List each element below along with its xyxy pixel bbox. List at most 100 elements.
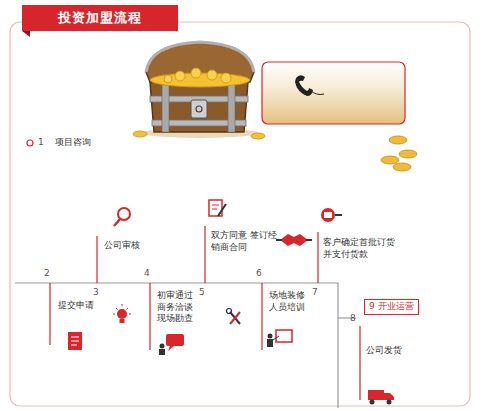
treasure-chest <box>133 42 265 139</box>
document-icon-part <box>68 332 82 350</box>
step-label: 项目咨询 <box>55 137 91 149</box>
step-label: 提交申请 <box>58 300 94 312</box>
callout-number: 3 <box>93 287 99 299</box>
step-ticks-part <box>204 226 205 283</box>
truck-icon-part <box>387 400 392 405</box>
gold-coins <box>381 136 417 171</box>
step-label: 初审通过 商务洽谈 现场勘查 <box>157 290 201 325</box>
document-icon-part <box>71 345 77 346</box>
document-icon <box>68 332 82 350</box>
document-icon-part <box>71 341 79 342</box>
meeting-icon-part <box>168 346 174 351</box>
trainer-icon <box>267 330 292 347</box>
step-ticks <box>50 226 360 400</box>
lightbulb-icon-part <box>127 308 129 310</box>
truck-icon <box>368 390 394 405</box>
sand-panel-part <box>310 90 324 95</box>
payment-icon-part <box>335 214 342 216</box>
tools-icon <box>227 309 241 325</box>
treasure-chest-part <box>164 75 172 83</box>
treasure-chest-part <box>175 71 185 81</box>
contract-icon-part <box>212 209 217 210</box>
title-ribbon-part <box>22 5 178 31</box>
step-label: 双方同意 签订经销商合同 <box>211 230 277 253</box>
sand-panel-part <box>295 75 313 96</box>
payment-icon-part <box>324 212 332 218</box>
contract-icon-part <box>218 204 226 216</box>
timeline-axis <box>15 283 356 408</box>
step-label: 公司发货 <box>366 345 402 357</box>
magnifier-icon-part <box>118 208 130 220</box>
lightbulb-icon-part <box>113 314 115 315</box>
sand-panel-part <box>262 62 405 124</box>
treasure-chest-part <box>251 133 265 139</box>
gold-coins-part <box>389 136 407 144</box>
truck-icon-part <box>384 393 394 400</box>
lightbulb-icon-part <box>129 314 131 315</box>
step-one-dot-part <box>27 140 33 146</box>
title-ribbon <box>22 5 178 37</box>
callout-number: 1 <box>38 137 44 149</box>
lightbulb-icon-part <box>122 304 123 306</box>
callout-number: 7 <box>312 287 318 299</box>
outer-frame-part <box>10 22 470 406</box>
step-ticks-part <box>96 236 97 283</box>
meeting-icon-part <box>166 334 184 346</box>
step-ticks-part <box>261 283 262 350</box>
sand-panel <box>262 62 405 124</box>
contract-icon <box>209 200 226 216</box>
title-text: 投资加盟流程 <box>22 5 178 31</box>
callout-number: 5 <box>199 287 205 299</box>
tools-icon-part <box>230 312 240 324</box>
treasure-chest-part <box>133 131 147 137</box>
step-one-dot <box>27 140 33 146</box>
timeline-axis-part <box>15 283 338 408</box>
step-label: 客户确定首批订货 并支付货款 <box>323 237 401 260</box>
step-label: 公司审核 <box>104 240 140 252</box>
magnifier-icon <box>114 208 130 226</box>
magnifier-icon-part <box>114 219 120 226</box>
treasure-chest-part <box>207 70 217 80</box>
truck-icon-part <box>370 400 375 405</box>
gold-coins-part <box>393 163 411 171</box>
lightbulb-icon-part <box>120 319 125 323</box>
trainer-icon-part <box>273 336 279 340</box>
callout-number: 6 <box>256 268 262 280</box>
treasure-chest-part <box>228 82 235 132</box>
trainer-icon-part <box>267 339 273 347</box>
treasure-chest-part <box>191 100 207 118</box>
step-ticks-part <box>49 283 50 345</box>
tools-icon-part <box>230 312 240 324</box>
step-label: 场地装修 人员培训 <box>269 290 313 313</box>
handshake-icon-part <box>276 239 282 241</box>
treasure-chest-part <box>221 73 231 83</box>
outer-frame <box>10 22 470 406</box>
box-text: 9 开业运营 <box>369 301 414 313</box>
step-ticks-part <box>317 232 318 283</box>
meeting-icon-part <box>160 344 165 349</box>
tools-icon-part <box>227 309 232 314</box>
treasure-chest-part <box>196 106 202 112</box>
gold-coins-part <box>381 156 399 164</box>
process-box: 9 开业运营 <box>364 299 419 315</box>
handshake-icon <box>276 234 312 246</box>
treasure-chest-part <box>146 42 254 72</box>
lightbulb-icon <box>113 304 131 323</box>
callout-number: 4 <box>144 268 150 280</box>
handshake-icon-part <box>306 239 312 241</box>
gold-coins-part <box>399 150 417 158</box>
title-ribbon-part <box>22 31 30 37</box>
step-ticks-part <box>149 283 150 350</box>
payment-icon-part <box>321 208 335 222</box>
payment-icon <box>321 208 342 222</box>
treasure-chest-part <box>191 68 201 78</box>
step-ticks-part <box>359 326 360 400</box>
document-icon-part <box>71 337 79 338</box>
truck-icon-part <box>368 390 384 400</box>
handshake-icon-part <box>280 234 308 246</box>
treasure-chest-part <box>162 82 169 132</box>
lightbulb-icon-part <box>117 309 127 319</box>
contract-icon-part <box>212 205 219 206</box>
